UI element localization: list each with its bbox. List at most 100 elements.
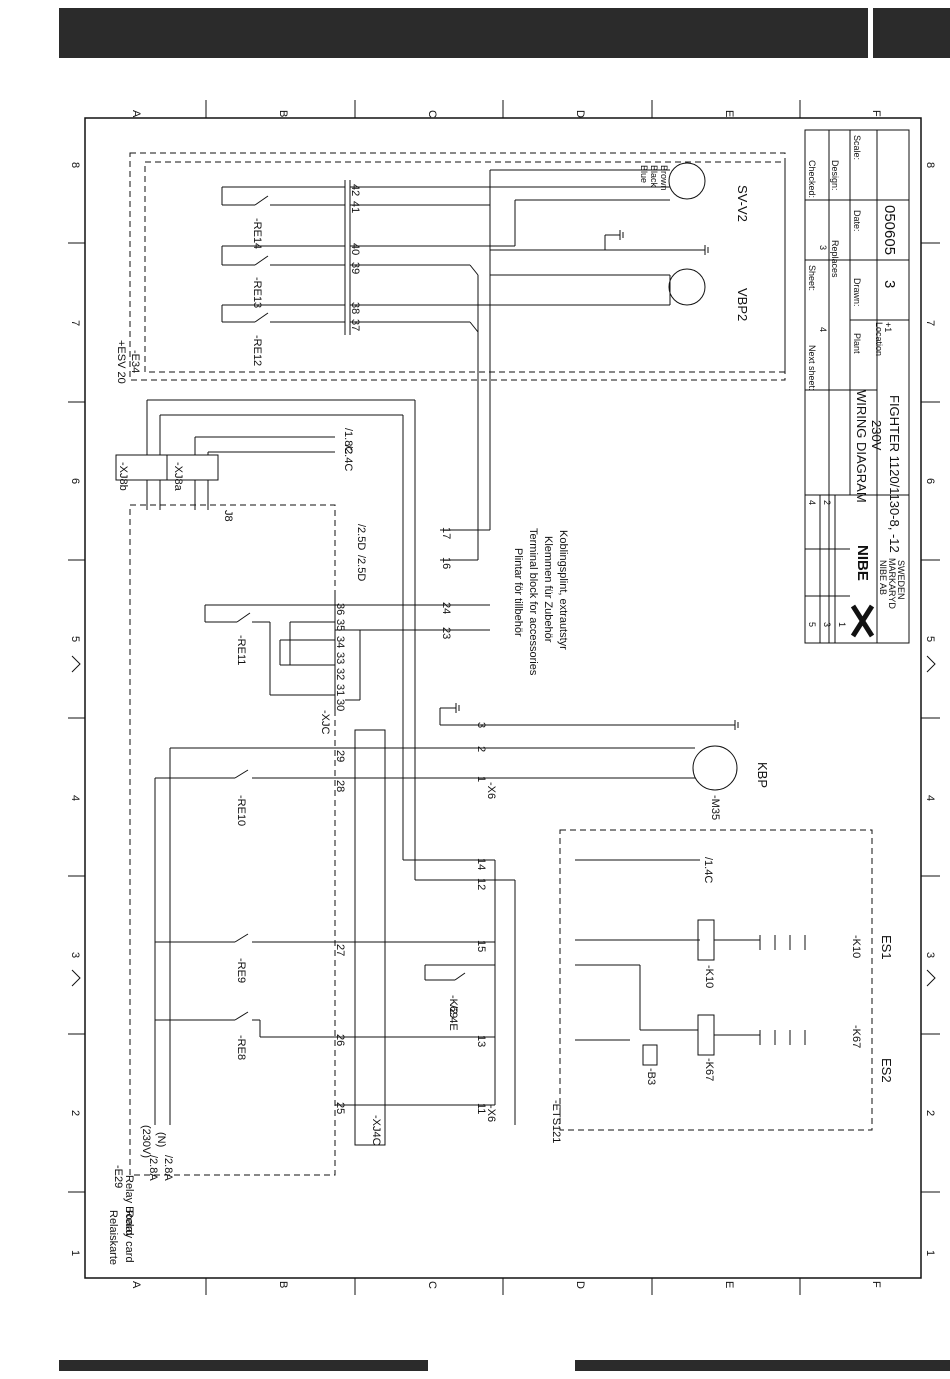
cross-ref: /2.5D (355, 555, 367, 581)
terminal-number: 32 (334, 668, 346, 680)
ruler-number: 1 (69, 1250, 81, 1256)
motor-sv-v2-label: SV-V2 (735, 185, 750, 222)
connector-x6-label: -X6 (485, 782, 497, 799)
ruler-letter: C (426, 110, 438, 118)
board-fuse: /2.8A (162, 1155, 174, 1181)
relay-board-labels: -E29 Relay Board /2.8A /2.8A (230V) (N) … (107, 1125, 174, 1265)
terminal-numbers: 42 41 40 39 38 37 36 35 34 33 32 31 30 2… (334, 184, 361, 1114)
cross-ref: /1.8C (342, 428, 354, 454)
plint-terminal: 16 (440, 557, 452, 569)
connector-xjc-label: -XJC (319, 710, 331, 735)
title-block (804, 129, 910, 644)
terminal-number: 30 (334, 699, 346, 711)
plint-terminal: 11 (475, 1103, 487, 1114)
es2-label: ES2 (879, 1058, 894, 1083)
ruler-number: 5 (924, 636, 936, 642)
relay-re8-label: -RE8 (235, 1035, 247, 1060)
company-address: NIBE AB (878, 560, 888, 595)
motor-vbp2-label: VBP2 (735, 288, 750, 321)
ruler-number: 3 (924, 952, 936, 958)
cross-ref-labels: /1.8C /2.4C /2.5D /2.5D /1.4C /2.4E (342, 428, 714, 1031)
plant-label: Plant (852, 333, 862, 354)
relay-re11-label: -RE11 (235, 635, 247, 665)
sheet-value: 3 (818, 245, 828, 250)
company-logo-text: NIBE (854, 545, 871, 581)
motor-kbp-label: KBP (755, 762, 770, 788)
date-label: Date: (852, 210, 862, 232)
caption-line-no: Koblingsplint, extrautstyr (557, 530, 569, 650)
terminal-number: 29 (334, 750, 346, 762)
ruler-letter: C (426, 1281, 438, 1289)
connector-xj8a-label: -XJ8a (172, 462, 184, 492)
ruler-letters-top: A B C D E F (130, 110, 882, 118)
plint-terminal: 24 (440, 602, 452, 614)
diagram-voltage: 230V (869, 420, 884, 451)
esv20-label: +ESV 20 (115, 340, 127, 384)
ruler-letter: E (723, 110, 735, 117)
sheet-label: Sheet: (807, 265, 817, 291)
board-supply: (230V) (140, 1125, 152, 1158)
plint-terminal: 12 (475, 878, 487, 890)
cross-ref: /1.4C (702, 857, 714, 883)
rev-row: 2 (822, 500, 832, 505)
design-label: Design: (830, 160, 840, 191)
terminal-block-caption: Plintar för tillbehör Terminal block for… (512, 528, 569, 676)
nibe-logo: NIBE (850, 545, 875, 638)
ruler-number: 2 (69, 1110, 81, 1116)
plint-terminal: 15 (475, 940, 487, 952)
connector-x6-label-2: -X6 (485, 1105, 497, 1122)
footer-bar-left (59, 1360, 428, 1371)
ruler-number: 7 (69, 320, 81, 326)
drawn-value: 3 (881, 280, 898, 288)
caption-line-de: Klemmen für Zubehör (542, 536, 554, 643)
ruler-number: 1 (924, 1250, 936, 1256)
relay-re12-label: -RE12 (251, 335, 263, 366)
checked-label: Checked: (807, 160, 817, 198)
connector-xj8b-label: -XJ8b (117, 462, 129, 491)
plint-terminal-numbers: 17 16 24 23 3 2 1 14 12 15 13 11 (440, 527, 487, 1114)
title-block-text: Checked: Design: Scale: Date: 050605 She… (807, 135, 906, 638)
connector-labels: -XJ8b -XJ8a J8 -XJ4C -X6 -X6 -XJC -ETS12… (115, 340, 657, 1146)
ruler-letter: A (130, 110, 142, 118)
ruler-number: 5 (69, 636, 81, 642)
relay-re14-label: -RE14 (251, 218, 263, 249)
terminal-number: 41 (349, 201, 361, 213)
es1-label: ES1 (879, 935, 894, 960)
contactor-labels: -K10 -K67 -K69 -K10 -K67 ES1 ES2 (447, 935, 894, 1083)
rev-row: 1 (837, 622, 847, 627)
ruler-letter: F (870, 110, 882, 117)
diagram-model: FIGHTER 1120/1130-8, -12 (887, 395, 902, 553)
ruler-number: 6 (69, 478, 81, 484)
terminal-number: 38 (349, 302, 361, 314)
plint-terminal: 17 (440, 527, 452, 539)
relay-card-label: Relay card (123, 1210, 135, 1263)
scale-label: Scale: (852, 135, 862, 160)
drawn-label: Drawn: (852, 278, 862, 307)
board-name: Relay Board (123, 1175, 135, 1236)
plint-terminal: 2 (475, 746, 487, 752)
ruler-letter: D (574, 110, 586, 118)
contactor-k69-label: -K69 (447, 995, 459, 1018)
terminal-number: 40 (349, 243, 361, 255)
caption-line-en: Terminal block for accessories (527, 528, 539, 676)
dashed-enclosures (129, 152, 873, 1176)
ruler-letter: B (277, 1281, 289, 1288)
relay-card-label: Relaiskarte (107, 1210, 119, 1265)
rev-row: 3 (822, 622, 832, 627)
next-sheet-value: 4 (818, 327, 828, 332)
sheet-frame (84, 117, 922, 1279)
ruler-number: 3 (69, 952, 81, 958)
location-value: +1 (883, 322, 893, 332)
date-value: 050605 (881, 205, 898, 255)
connector-xj4c-label: -XJ4C (370, 1115, 382, 1146)
relay-re13-label: -RE13 (251, 277, 263, 308)
terminal-number: 34 (334, 636, 346, 648)
plint-terminal: 13 (475, 1035, 487, 1047)
plint-terminal: 14 (475, 858, 487, 870)
relay-board-enclosure (129, 504, 336, 1176)
plint-terminal: 23 (440, 627, 452, 639)
ruler-number: 6 (924, 478, 936, 484)
company-address: MARKARYD (887, 558, 897, 609)
rev-row: 4 (807, 500, 817, 505)
ruler-number: 8 (924, 162, 936, 168)
